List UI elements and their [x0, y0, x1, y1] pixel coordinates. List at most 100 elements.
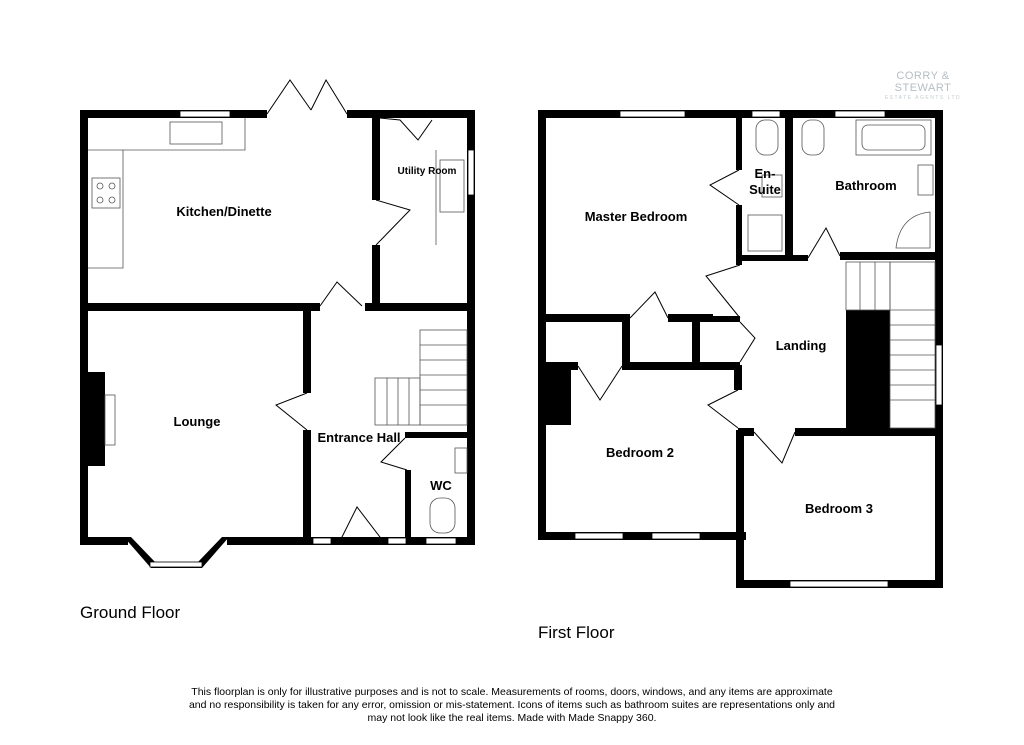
window [619, 110, 686, 118]
door [807, 226, 841, 259]
window [312, 537, 332, 545]
basin-icon [454, 447, 468, 474]
wall [734, 365, 742, 390]
wall [303, 430, 311, 545]
french-doors [266, 78, 348, 115]
door [379, 117, 433, 141]
door [577, 365, 623, 401]
wall [467, 110, 475, 545]
window [834, 110, 886, 118]
basin-icon [761, 174, 783, 198]
wall [405, 470, 411, 545]
room-label-kitchen: Kitchen/Dinette [176, 204, 271, 219]
window [935, 344, 943, 406]
wall [80, 110, 88, 545]
wall [736, 255, 793, 261]
chimney-breast [546, 370, 571, 425]
utility-sink-icon [439, 159, 465, 213]
door [380, 437, 408, 471]
sink-icon [169, 121, 223, 145]
hearth [104, 394, 116, 446]
basin-icon [917, 164, 934, 196]
wall [736, 205, 742, 265]
door [629, 291, 669, 319]
room-label-wc: WC [430, 478, 452, 493]
wall [668, 314, 713, 322]
room-label-utility: Utility Room [398, 166, 457, 177]
window [149, 561, 203, 568]
stairs [845, 261, 936, 429]
wall [303, 303, 311, 393]
disclaimer-line: This floorplan is only for illustrative … [191, 686, 833, 698]
wall [785, 110, 793, 260]
door [753, 431, 796, 464]
toilet-icon [755, 119, 779, 156]
wall [372, 110, 380, 200]
ground-floor-label: Ground Floor [80, 603, 181, 622]
window [651, 532, 701, 540]
brand-tagline: ESTATE AGENTS LTD [884, 95, 962, 101]
window [467, 149, 475, 196]
fireplace [88, 372, 105, 466]
hob-icon [91, 177, 121, 209]
worktop [88, 118, 246, 269]
wall [347, 110, 475, 118]
wall [622, 362, 740, 370]
shower-icon [895, 211, 931, 249]
wall [227, 537, 475, 545]
ground-floor-plan [80, 78, 475, 568]
first-floor-plan [538, 110, 943, 588]
wall [793, 255, 808, 261]
room-label-bedroom2: Bedroom 2 [606, 445, 674, 460]
wall [372, 245, 380, 305]
wall [700, 316, 740, 322]
bath-icon [855, 119, 932, 156]
window [751, 110, 781, 118]
stairs [374, 329, 468, 426]
door [707, 389, 739, 429]
room-label-lounge: Lounge [174, 414, 221, 429]
toilet-icon [801, 119, 825, 156]
door [319, 281, 363, 307]
window [179, 110, 231, 118]
wall [840, 252, 943, 260]
brand-name: CORRY & STEWART [894, 70, 952, 94]
window [789, 580, 889, 588]
bay-window [124, 537, 229, 568]
wall [405, 432, 475, 438]
disclaimer-line: and no responsibility is taken for any e… [188, 699, 836, 711]
door [275, 392, 308, 431]
door [739, 321, 756, 363]
toilet-icon [429, 497, 456, 534]
room-label-master: Master Bedroom [585, 209, 688, 224]
wall [80, 303, 320, 311]
room-label-landing: Landing [776, 338, 827, 353]
wall [795, 428, 943, 436]
door [705, 264, 741, 319]
wall [538, 362, 578, 370]
room-label-ensuite-2: Suite [749, 182, 781, 197]
wall [538, 110, 546, 540]
wall [365, 303, 475, 311]
disclaimer: This floorplan is only for illustrative … [150, 686, 874, 725]
wall [692, 314, 700, 369]
shower-icon [747, 214, 783, 252]
door [375, 199, 411, 246]
room-label-bathroom: Bathroom [835, 178, 896, 193]
brand-logo: CORRY & STEWART ESTATE AGENTS LTD [868, 70, 978, 101]
window [425, 537, 457, 545]
wall [738, 428, 754, 436]
room-label-bedroom3: Bedroom 3 [805, 501, 873, 516]
wall [538, 314, 630, 322]
door [709, 169, 740, 206]
wall [622, 314, 630, 369]
wall [80, 537, 128, 545]
wall [736, 430, 744, 588]
disclaimer-line: may not look like the real items. Made w… [367, 712, 657, 724]
wall [80, 110, 267, 118]
front-door [339, 506, 384, 542]
first-floor-label: First Floor [538, 623, 615, 642]
window [387, 537, 407, 545]
wall [736, 110, 742, 170]
